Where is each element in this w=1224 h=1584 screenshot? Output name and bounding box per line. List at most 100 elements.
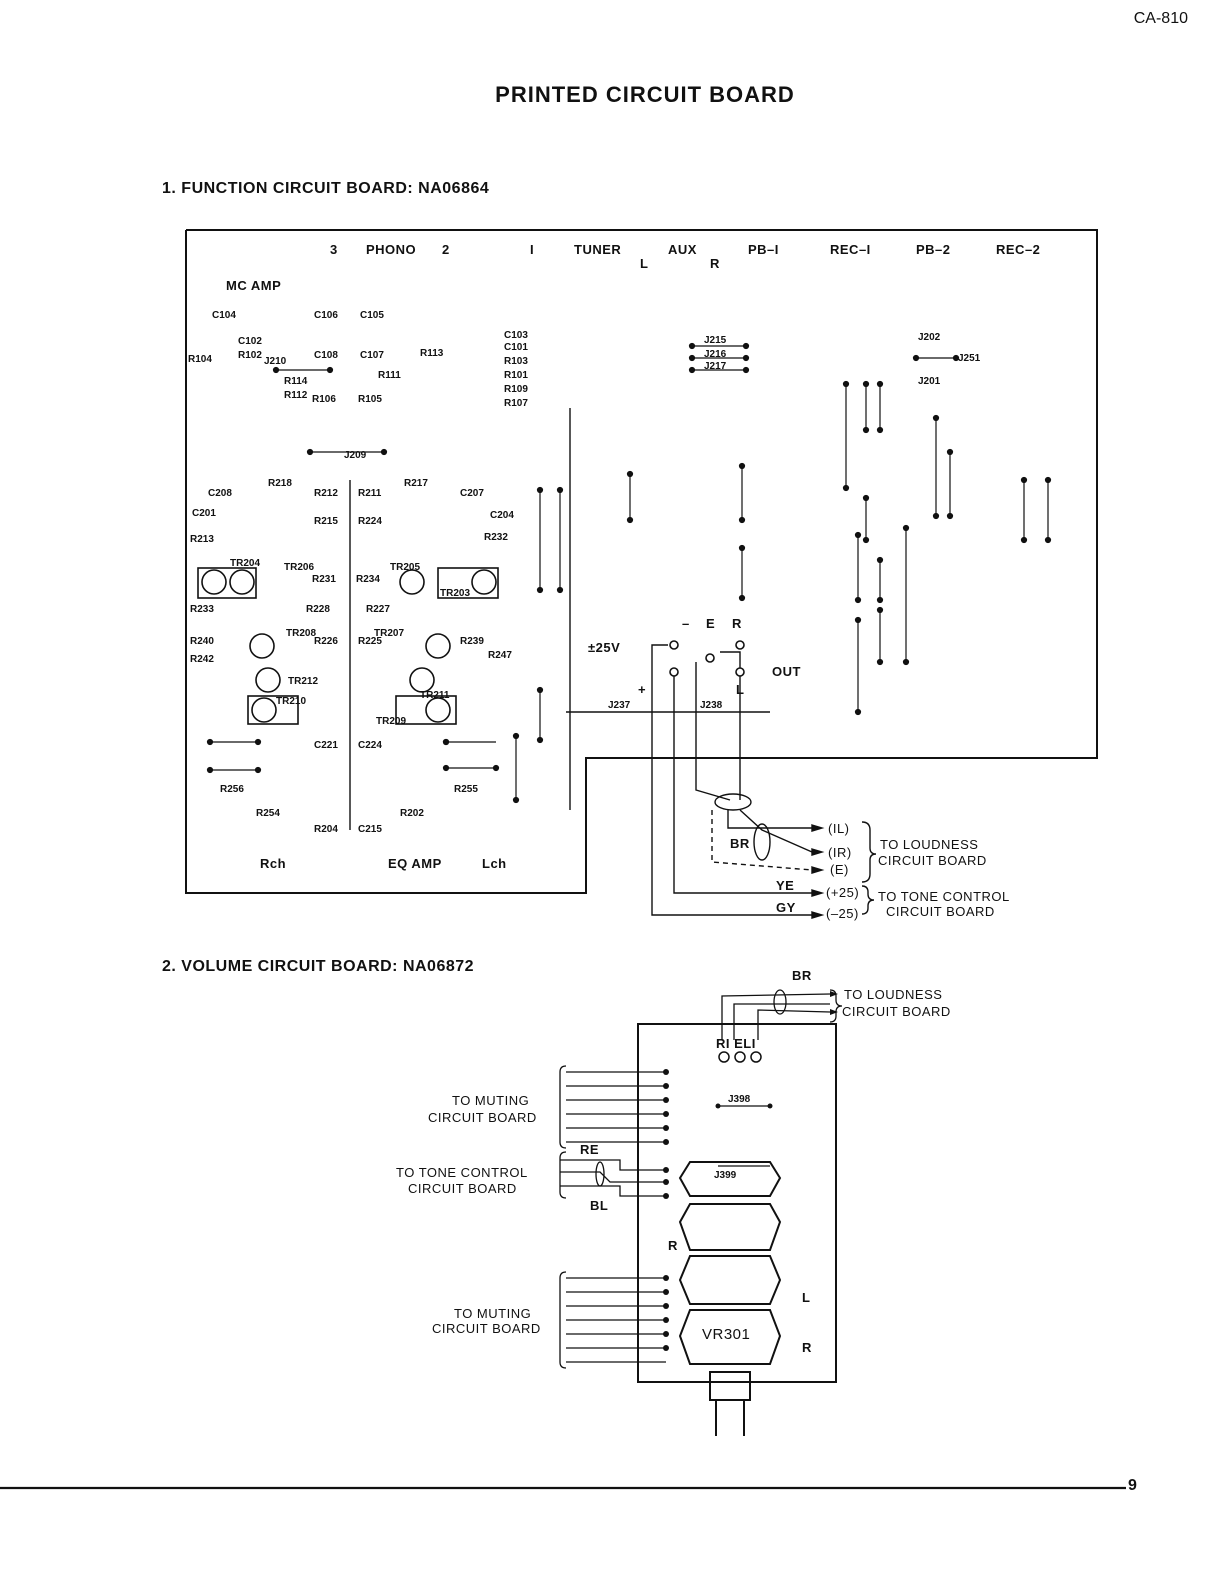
component-label: R256 bbox=[220, 784, 244, 795]
wire-color-br: BR bbox=[792, 968, 812, 983]
component-label: R232 bbox=[484, 532, 508, 543]
component-label: R112 bbox=[284, 390, 308, 401]
component-label: C101 bbox=[504, 342, 528, 353]
dest-tone-2: CIRCUIT BOARD bbox=[886, 904, 995, 919]
component-label: J202 bbox=[918, 332, 941, 343]
component-label: C208 bbox=[208, 488, 232, 499]
component-label: C204 bbox=[490, 510, 514, 521]
component-label: C103 bbox=[504, 330, 528, 341]
model-number: CA-810 bbox=[1133, 10, 1188, 27]
component-label: R109 bbox=[504, 384, 528, 395]
dest-loudness-2: CIRCUIT BOARD bbox=[878, 853, 987, 868]
side-label-l: L bbox=[802, 1290, 811, 1305]
channel-left-label: L bbox=[640, 256, 649, 271]
wire-color-br: BR bbox=[730, 836, 750, 851]
transistor-label: TR211 bbox=[420, 690, 450, 701]
transistor-label: TR208 bbox=[286, 628, 317, 639]
transistor-label: TR205 bbox=[390, 562, 421, 573]
component-label: R231 bbox=[312, 574, 336, 585]
component-label: R227 bbox=[366, 604, 390, 615]
component-label: C221 bbox=[314, 740, 338, 751]
input-label: PB–I bbox=[748, 242, 779, 257]
component-label: C201 bbox=[192, 508, 216, 519]
transistor-label: TR203 bbox=[440, 588, 471, 599]
jumper-label: J210 bbox=[264, 356, 287, 367]
power-label: ±25V bbox=[588, 640, 621, 655]
out-label: OUT bbox=[772, 664, 801, 679]
wire-color-gy: GY bbox=[776, 900, 796, 915]
signal-e: (E) bbox=[830, 862, 849, 877]
function-board-heading: 1. FUNCTION CIRCUIT BOARD: NA06864 bbox=[162, 180, 490, 197]
component-label: R102 bbox=[238, 350, 262, 361]
function-board-outline bbox=[185, 229, 1098, 894]
component-label: R103 bbox=[504, 356, 528, 367]
component-label: R113 bbox=[420, 348, 444, 359]
component-label: R105 bbox=[358, 394, 382, 405]
component-label: R224 bbox=[358, 516, 382, 527]
input-label: AUX bbox=[668, 242, 697, 257]
signal-minus25: (–25) bbox=[826, 906, 859, 921]
input-label: 2 bbox=[442, 242, 450, 257]
jumper-label: J238 bbox=[700, 700, 723, 711]
vol-tone-2: CIRCUIT BOARD bbox=[408, 1181, 517, 1196]
lch-label: Lch bbox=[482, 856, 507, 871]
muting-1-line2: CIRCUIT BOARD bbox=[428, 1110, 537, 1125]
component-label: C107 bbox=[360, 350, 384, 361]
component-label: C105 bbox=[360, 310, 384, 321]
input-label: REC–2 bbox=[996, 242, 1041, 257]
wire-color-re: RE bbox=[580, 1142, 600, 1157]
input-label: PHONO bbox=[366, 242, 417, 257]
component-label: R101 bbox=[504, 370, 528, 381]
transistor-label: TR207 bbox=[374, 628, 405, 639]
side-label-r: R bbox=[668, 1238, 678, 1253]
signal-il: (IL) bbox=[828, 821, 850, 836]
wire-color-ye: YE bbox=[776, 878, 795, 893]
component-label: C106 bbox=[314, 310, 338, 321]
component-label: R107 bbox=[504, 398, 528, 409]
volume-board-outline bbox=[637, 1023, 837, 1383]
component-label: R106 bbox=[312, 394, 336, 405]
transistor-label: TR210 bbox=[276, 696, 307, 707]
component-label: C104 bbox=[212, 310, 236, 321]
muting-1-line1: TO MUTING bbox=[452, 1093, 530, 1108]
mc-amp-label: MC AMP bbox=[226, 278, 282, 293]
volume-board-heading: 2. VOLUME CIRCUIT BOARD: NA06872 bbox=[162, 958, 475, 975]
terminal-e: E bbox=[706, 616, 716, 631]
component-label: R202 bbox=[400, 808, 424, 819]
signal-plus25: (+25) bbox=[826, 885, 860, 900]
channel-right-label: R bbox=[710, 256, 720, 271]
potentiometer-label: VR301 bbox=[702, 1326, 751, 1343]
jumper-label: J237 bbox=[608, 700, 631, 711]
page-number: 9 bbox=[1128, 1477, 1137, 1494]
component-label: R225 bbox=[358, 636, 382, 647]
component-label: R233 bbox=[190, 604, 214, 615]
jumper-label: J398 bbox=[728, 1094, 751, 1105]
side-label-r2: R bbox=[802, 1340, 812, 1355]
input-label: 3 bbox=[330, 242, 338, 257]
terminal-labels: RI ELI bbox=[716, 1036, 756, 1051]
dest-tone-1: TO TONE CONTROL bbox=[878, 889, 1010, 904]
component-label: R111 bbox=[378, 370, 401, 381]
vol-tone-1: TO TONE CONTROL bbox=[396, 1165, 528, 1180]
component-label: R212 bbox=[314, 488, 338, 499]
component-label: R211 bbox=[358, 488, 382, 499]
jumper-label: J399 bbox=[714, 1170, 737, 1181]
component-label: R234 bbox=[356, 574, 380, 585]
component-label: R239 bbox=[460, 636, 484, 647]
jumper-label: J209 bbox=[344, 450, 367, 461]
terminal-r: R bbox=[732, 616, 742, 631]
component-label: R204 bbox=[314, 824, 338, 835]
transistor-label: TR209 bbox=[376, 716, 407, 727]
component-label: R215 bbox=[314, 516, 338, 527]
transistor-label: TR212 bbox=[288, 676, 319, 687]
muting-2-line2: CIRCUIT BOARD bbox=[432, 1321, 541, 1336]
transistor-label: TR206 bbox=[284, 562, 315, 573]
input-label: TUNER bbox=[574, 242, 622, 257]
component-label: R104 bbox=[188, 354, 212, 365]
component-label: R242 bbox=[190, 654, 214, 665]
component-label: R240 bbox=[190, 636, 214, 647]
component-label: R114 bbox=[284, 376, 308, 387]
component-label: J201 bbox=[918, 376, 941, 387]
muting-2-line1: TO MUTING bbox=[454, 1306, 532, 1321]
input-label: PB–2 bbox=[916, 242, 951, 257]
